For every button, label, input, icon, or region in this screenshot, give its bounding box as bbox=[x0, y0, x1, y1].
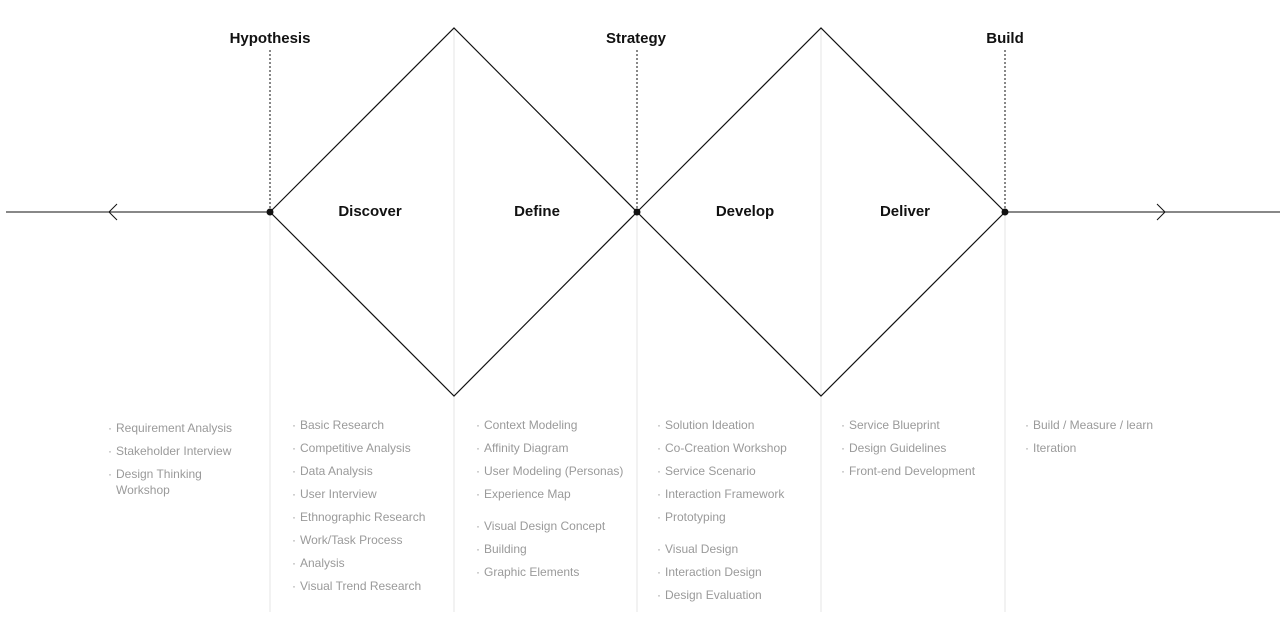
list-item: Basic Research bbox=[292, 417, 447, 433]
column-define: Context Modeling Affinity Diagram User M… bbox=[476, 417, 634, 587]
list-item: Solution Ideation bbox=[657, 417, 817, 433]
list-item: Design Thinking Workshop bbox=[108, 466, 248, 498]
list-item: Front-end Development bbox=[841, 463, 1001, 479]
list-item: Visual Design bbox=[657, 541, 817, 557]
list-item: Co-Creation Workshop bbox=[657, 440, 817, 456]
list-item: Competitive Analysis bbox=[292, 440, 447, 456]
list-item: Service Blueprint bbox=[841, 417, 1001, 433]
list-item: Build / Measure / learn bbox=[1025, 417, 1185, 433]
phase-develop: Develop bbox=[715, 203, 775, 220]
column-discover: Basic Research Competitive Analysis Data… bbox=[292, 417, 447, 601]
hypothesis-node bbox=[266, 208, 274, 216]
list-item: Data Analysis bbox=[292, 463, 447, 479]
list-item: Stakeholder Interview bbox=[108, 443, 248, 459]
list-item: Design Evaluation bbox=[657, 587, 817, 603]
phase-define: Define bbox=[514, 203, 560, 220]
column-deliver: Service Blueprint Design Guidelines Fron… bbox=[841, 417, 1001, 486]
list-item: Requirement Analysis bbox=[108, 420, 248, 436]
phase-deliver: Deliver bbox=[879, 203, 931, 220]
build-node bbox=[1001, 208, 1009, 216]
column-build: Build / Measure / learn Iteration bbox=[1025, 417, 1185, 463]
list-item: Context Modeling bbox=[476, 417, 634, 433]
list-item: Work/Task Process bbox=[292, 532, 447, 548]
column-pre-hypothesis: Requirement Analysis Stakeholder Intervi… bbox=[108, 420, 248, 505]
list-item: Interaction Design bbox=[657, 564, 817, 580]
list-item: User Interview bbox=[292, 486, 447, 502]
column-develop: Solution Ideation Co-Creation Workshop S… bbox=[657, 417, 817, 610]
phase-discover: Discover bbox=[338, 203, 402, 220]
arrow-left-icon bbox=[108, 203, 118, 221]
list-item: Analysis bbox=[292, 555, 447, 571]
list-item: Building bbox=[476, 541, 634, 557]
list-item: Prototyping bbox=[657, 509, 817, 525]
milestone-build: Build bbox=[986, 30, 1024, 47]
list-item: Interaction Framework bbox=[657, 486, 817, 502]
list-item: Ethnographic Research bbox=[292, 509, 447, 525]
arrow-right-icon bbox=[1156, 203, 1166, 221]
list-item: Design Guidelines bbox=[841, 440, 1001, 456]
list-item: Visual Trend Research bbox=[292, 578, 447, 594]
list-item: Iteration bbox=[1025, 440, 1185, 456]
strategy-node bbox=[633, 208, 641, 216]
list-item: Graphic Elements bbox=[476, 564, 634, 580]
list-item: Service Scenario bbox=[657, 463, 817, 479]
milestone-strategy: Strategy bbox=[605, 30, 667, 47]
milestone-hypothesis: Hypothesis bbox=[229, 30, 311, 47]
list-item: Visual Design Concept bbox=[476, 518, 634, 534]
list-item: User Modeling (Personas) bbox=[476, 463, 634, 479]
list-item: Experience Map bbox=[476, 486, 634, 502]
list-item: Affinity Diagram bbox=[476, 440, 634, 456]
